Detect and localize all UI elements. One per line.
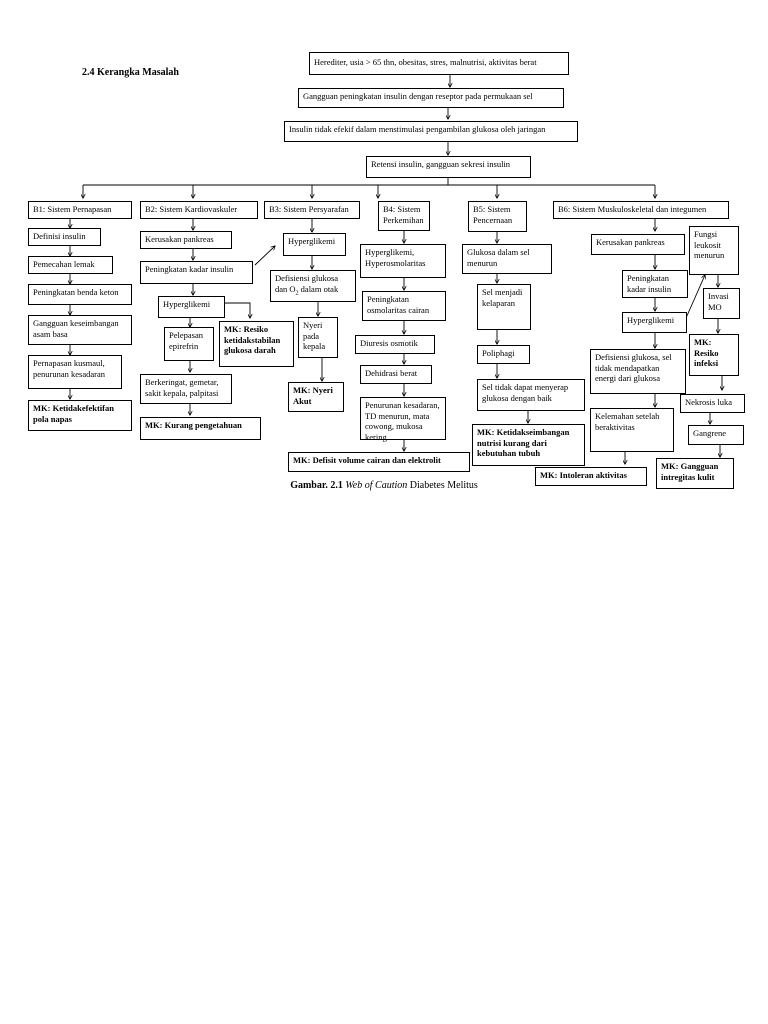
b5-step-cell-starvation: Sel menjadi kelaparan	[477, 284, 531, 330]
b4-step-osmolarity-increase: Peningkatan osmolaritas cairan	[362, 291, 446, 321]
insulin-receptor-disorder-box: Gangguan peningkatan insulin dengan rese…	[298, 88, 564, 108]
b3-header: B3: Sistem Persyarafan	[264, 201, 360, 219]
b2-step-epinephrine-release: Pelepasan epirefrin	[164, 327, 214, 361]
b6-step-leukocyte-decrease: Fungsi leukosit menurun	[689, 226, 739, 275]
b1-step-insulin-deficiency: Definisi insulin	[28, 228, 101, 246]
b2-step-pancreas-damage: Kerusakan pankreas	[140, 231, 232, 249]
b2-header: B2: Sistem Kardiovaskuler	[140, 201, 258, 219]
b4-step-severe-dehydration: Dehidrasi berat	[360, 365, 432, 384]
b5-step-glucose-uptake-failure: Sel tidak dapat menyerap glukosa dengan …	[477, 379, 585, 411]
b4-step-osmotic-diuresis: Diuresis osmotik	[355, 335, 435, 354]
insulin-retention-box: Retensi insulin, gangguan sekresi insuli…	[366, 156, 531, 178]
b4-nursing-diagnosis: MK: Defisit volume cairan dan elektrolit	[288, 452, 470, 472]
section-heading: 2.4 Kerangka Masalah	[82, 67, 179, 78]
b6-nursing-diagnosis-infection: MK: Resiko infeksi	[689, 334, 739, 376]
b5-nursing-diagnosis: MK: Ketidakseimbangan nutrisi kurang dar…	[472, 424, 585, 466]
b6-nursing-diagnosis-skin: MK: Gangguan intregitas kulit	[656, 458, 734, 489]
b4-step-hyperosmolarity: Hyperglikemi, Hyperosmolaritas	[360, 244, 446, 278]
figure-caption: Gambar. 2.1 Web of Caution Diabetes Meli…	[290, 480, 478, 491]
b1-step-kussmaul-breathing: Pernapasan kusmaul, penurunan kesadaran	[28, 355, 122, 389]
b2-step-hyperglycemia: Hyperglikemi	[158, 296, 225, 318]
b2-nursing-diagnosis-knowledge: MK: Kurang pengetahuan	[140, 417, 261, 440]
b6-step-insulin-increase: Peningkatan kadar insulin	[622, 270, 688, 298]
b1-step-acid-base-imbalance: Gangguan keseimbangan asam basa	[28, 315, 132, 345]
ineffective-insulin-box: Insulin tidak efekif dalam menstimulasi …	[284, 121, 578, 142]
b6-step-pancreas-damage: Kerusakan pankreas	[591, 234, 685, 255]
b2-step-symptoms: Berkeringat, gemetar, sakit kepala, palp…	[140, 374, 232, 404]
b3-step-glucose-o2-deficiency: Defisiensi glukosa dan O2 dalam otak	[270, 270, 356, 302]
b1-nursing-diagnosis: MK: Ketidakefektifan pola napas	[28, 400, 132, 431]
b5-step-cell-glucose-decrease: Glukosa dalam sel menurun	[462, 244, 552, 274]
b1-step-fat-breakdown: Pemecahan lemak	[28, 256, 113, 274]
b5-header: B5: Sistem Pencernaan	[468, 201, 527, 232]
b6-step-gangrene: Gangrene	[688, 425, 744, 445]
b6-step-activity-weakness: Kelemahan setelah beraktivitas	[590, 408, 674, 452]
cause-factors-box: Herediter, usia > 65 thn, obesitas, stre…	[309, 52, 569, 75]
b4-step-consciousness-decrease: Penurunan kesadaran, TD menurun, mata co…	[360, 397, 446, 442]
b6-step-hyperglycemia: Hyperglikemi	[622, 312, 687, 333]
b4-header: B4: Sistem Perkemihan	[378, 201, 430, 231]
b1-header: B1: Sistem Pernapasan	[28, 201, 132, 219]
b6-step-wound-necrosis: Nekrosis luka	[680, 394, 745, 413]
b6-step-energy-deficiency: Defisiensi glukosa, sel tidak mendapatka…	[590, 349, 686, 394]
b1-step-ketone-increase: Peningkatan benda keton	[28, 284, 132, 305]
b3-step-headache: Nyeri pada kepala	[298, 317, 338, 358]
b6-header: B6: Sistem Muskuloskeletal dan integumen	[553, 201, 729, 219]
b6-step-mo-invasion: Invasi MO	[703, 288, 740, 319]
b3-step-hyperglycemia: Hyperglikemi	[283, 233, 346, 256]
b5-step-polyphagia: Poliphagi	[477, 345, 530, 364]
b3-nursing-diagnosis: MK: Nyeri Akut	[288, 382, 344, 412]
b6-nursing-diagnosis-activity: MK: Intoleran aktivitas	[535, 467, 647, 486]
b2-step-insulin-increase: Peningkatan kadar insulin	[140, 261, 253, 284]
b2-nursing-diagnosis-glucose: MK: Resiko ketidakstabilan glukosa darah	[219, 321, 294, 367]
